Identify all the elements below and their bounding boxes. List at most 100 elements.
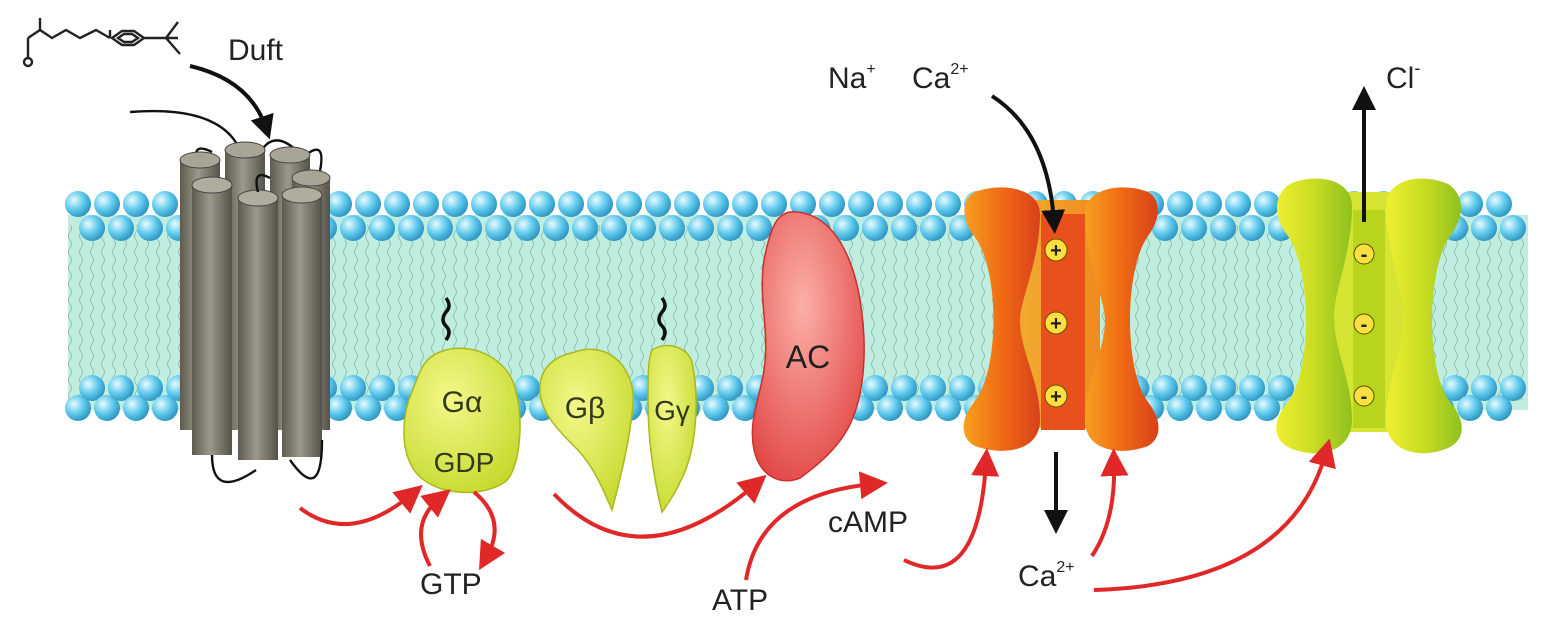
lipid-head [877, 395, 903, 421]
lipid-head [456, 215, 482, 241]
lipid-head [862, 375, 888, 401]
lipid-head [413, 191, 439, 217]
lipid-head [94, 191, 120, 217]
atp-to-camp-arrow [744, 471, 888, 581]
lipid-head [891, 375, 917, 401]
lipid-head [877, 191, 903, 217]
g-alpha-label: Gα [442, 386, 483, 419]
camp-label: cAMP [828, 506, 908, 539]
lipid-head [558, 191, 584, 217]
lipid-head [935, 191, 961, 217]
lipid-head [674, 191, 700, 217]
lipid-head [529, 191, 555, 217]
lipid-head [369, 215, 395, 241]
g-beta-label: Gβ [565, 392, 606, 425]
lipid-head [152, 191, 178, 217]
lipid-head [572, 215, 598, 241]
lipid-head [514, 215, 540, 241]
lipid-head [732, 191, 758, 217]
lipid-head [1196, 191, 1222, 217]
lipid-head [79, 375, 105, 401]
anion-channel: - - - [1276, 178, 1462, 454]
lipid-head [152, 395, 178, 421]
lipid-head [1181, 215, 1207, 241]
lipid-head [717, 375, 743, 401]
lipid-head [732, 395, 758, 421]
lipid-head [703, 191, 729, 217]
na-ion-label: Na+ [828, 61, 876, 95]
lipid-head [688, 215, 714, 241]
lipid-head [123, 191, 149, 217]
ac-label: AC [786, 339, 830, 375]
lipid-head [514, 375, 540, 401]
lipid-head [862, 215, 888, 241]
lipid-head [1210, 375, 1236, 401]
gdp-release-arrow [472, 490, 506, 571]
lipid-head [384, 395, 410, 421]
calcium-feedback-arrow [1090, 448, 1129, 558]
lipid-head [79, 215, 105, 241]
lipid-head [1152, 375, 1178, 401]
pore-charge-1: + [1050, 240, 1062, 262]
lipid-head [355, 191, 381, 217]
lipid-head [833, 215, 859, 241]
lipid-head [1268, 375, 1294, 401]
lipid-head [587, 191, 613, 217]
lipid-head [920, 375, 946, 401]
odorant-receptor [129, 109, 331, 484]
lipid-head [1471, 375, 1497, 401]
lipid-head [1239, 375, 1265, 401]
pore-charge-3: + [1050, 386, 1062, 408]
lipid-head [326, 191, 352, 217]
lipid-head [485, 215, 511, 241]
odorant-molecule-icon [22, 18, 181, 68]
lipid-head [703, 395, 729, 421]
lipid-head [1239, 215, 1265, 241]
cl-ion-label: Cl- [1386, 58, 1420, 95]
lipid-head [1486, 395, 1512, 421]
ca-ion-label-bottom: Ca2+ [1018, 559, 1075, 593]
lipid-head [65, 191, 91, 217]
lipid-head [1210, 215, 1236, 241]
lipid-head [659, 215, 685, 241]
lipid-head [761, 191, 787, 217]
lipid-head [906, 191, 932, 217]
odorant-binding-arrow [189, 64, 274, 140]
lipid-head [65, 395, 91, 421]
cation-pore-charges: + + + [1044, 238, 1068, 408]
lipid-head [1457, 191, 1483, 217]
pore-charge-2: + [1050, 313, 1062, 335]
lipid-head [1152, 215, 1178, 241]
calcium-to-cl-channel-arrow [1093, 438, 1336, 592]
lipid-head [369, 375, 395, 401]
lipid-head [137, 215, 163, 241]
lipid-head [94, 395, 120, 421]
lipid-head [326, 395, 352, 421]
lipid-head [1254, 191, 1280, 217]
lipid-head [630, 215, 656, 241]
gdp-label: GDP [434, 447, 495, 478]
lipid-head [108, 375, 134, 401]
lipid-head [1181, 375, 1207, 401]
lipid-head [355, 395, 381, 421]
lipid-head [848, 191, 874, 217]
lipid-head [340, 215, 366, 241]
lipid-head [442, 191, 468, 217]
lipid-head [1254, 395, 1280, 421]
gprotein-to-ac-arrow [552, 474, 767, 539]
ca-ion-label-top: Ca2+ [912, 61, 969, 95]
lipid-head [384, 191, 410, 217]
lipid-head [108, 215, 134, 241]
camp-to-cng-arrow [903, 448, 1000, 570]
lipid-head [1471, 215, 1497, 241]
g-gamma-label: Gγ [654, 395, 690, 426]
lipid-head [906, 395, 932, 421]
lipid-head [819, 191, 845, 217]
lipid-head [1442, 375, 1468, 401]
lipid-head [1196, 395, 1222, 421]
receptor-to-galpha-arrow [298, 485, 423, 527]
gtp-to-galpha-arrow [419, 489, 451, 567]
lipid-head [340, 375, 366, 401]
